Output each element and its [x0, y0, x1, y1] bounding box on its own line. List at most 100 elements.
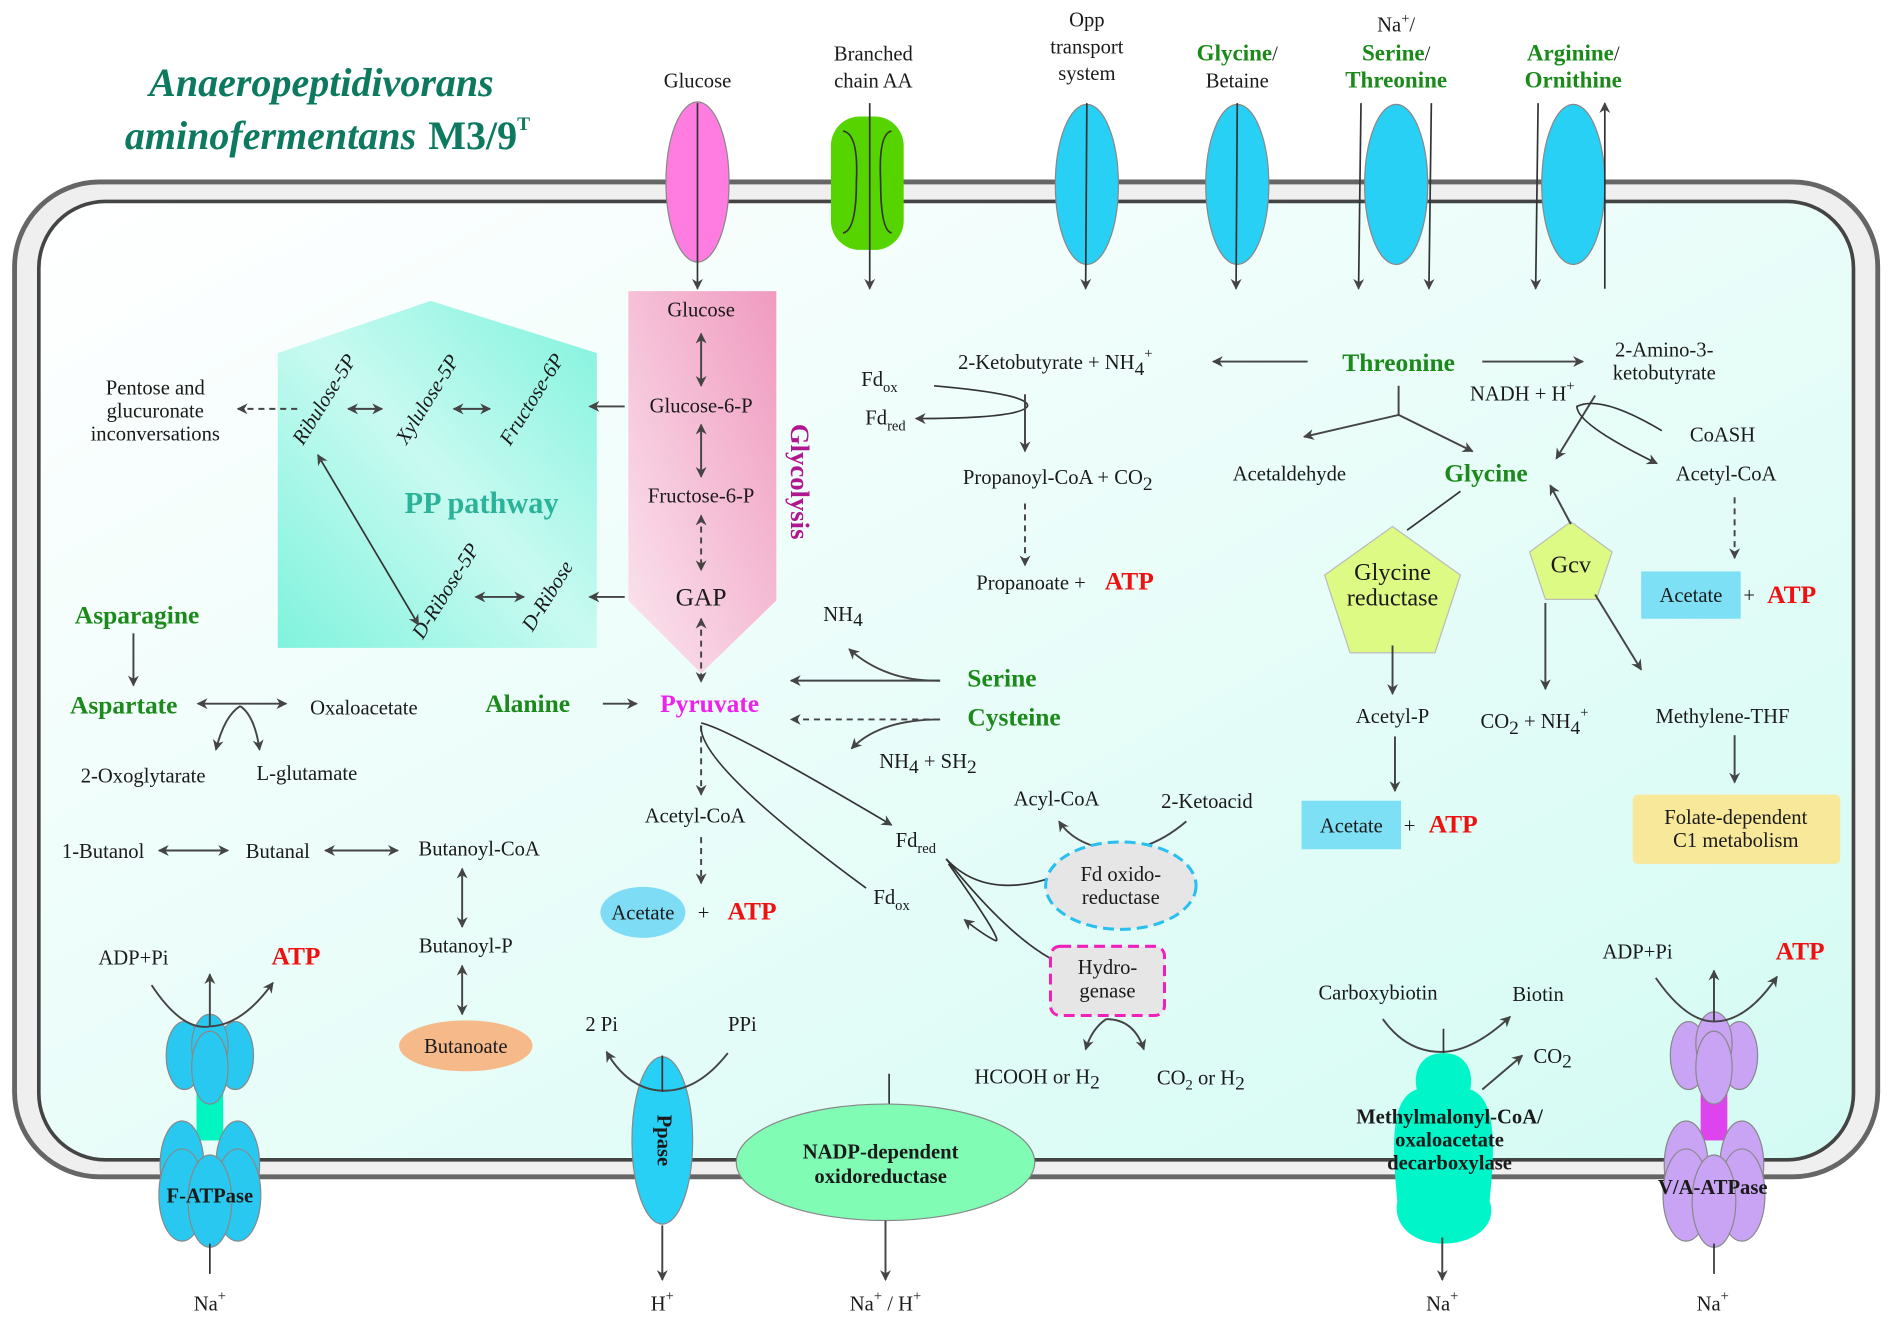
butanoate: Butanoate	[424, 1036, 508, 1058]
svg-text:Pentose and: Pentose and	[106, 377, 206, 399]
co2-h2: CO2 or H2	[1157, 1068, 1245, 1095]
glucose-internal: Glucose	[667, 300, 735, 322]
2-ketoacid: 2-Ketoacid	[1161, 791, 1253, 813]
glucose-label: Glucose	[664, 70, 732, 92]
hydrogenase-1: Hydro-	[1078, 957, 1138, 979]
serine-threonine-transporter: Na+/ Serine/ Threonine	[1345, 11, 1447, 290]
butanoyl-coa: Butanoyl-CoA	[418, 838, 539, 860]
fd-oxidoreductase-2: reductase	[1082, 887, 1160, 909]
acyl-coa: Acyl-CoA	[1014, 789, 1100, 811]
betaine-label: Betaine	[1206, 70, 1269, 92]
atp-acetate-1: ATP	[1767, 580, 1816, 609]
pp-pathway: Ribulose-5P Xylulose-5P Fructose-6P D-Ri…	[277, 300, 597, 648]
nadp-oxidoreductase: NADP-dependent oxidoreductase Na+ / H+	[735, 1073, 1036, 1315]
amino-ketobutyrate-1: 2-Amino-3-	[1615, 340, 1714, 362]
butanal: Butanal	[246, 841, 310, 863]
nadp-label-1: NADP-dependent	[803, 1142, 959, 1164]
fructose-6-p: Fructose-6-P	[648, 485, 754, 507]
glycolysis: Glucose Glucose-6-P Fructose-6-P GAP Gly…	[588, 291, 815, 683]
svg-text:glucuronate: glucuronate	[107, 400, 204, 422]
serine: Serine	[967, 664, 1036, 693]
hydrogenase-2: genase	[1079, 980, 1135, 1002]
nadh-label: NADH + H+	[1470, 379, 1575, 406]
pyruvate-pathway: Acetyl-CoA Acetate + ATP Fdred Fdox Acyl…	[600, 722, 1253, 1095]
carboxybiotin: Carboxybiotin	[1318, 983, 1437, 1005]
butanoate-pathway: 1-Butanol Butanal Butanoyl-CoA Butanoyl-…	[62, 838, 540, 1072]
2-oxoglutarate: 2-Oxoglytarate	[81, 766, 206, 788]
decarboxylase-label-1: Methylmalonyl-CoA/	[1356, 1106, 1543, 1128]
h-ion-ppase: H+	[651, 1289, 674, 1316]
pp-pathway-label: PP pathway	[405, 486, 559, 520]
folate-1: Folate-dependent	[1664, 807, 1807, 829]
fd-oxidoreductase-1: Fd oxido-	[1080, 864, 1161, 886]
amino-ketobutyrate-2: ketobutyrate	[1613, 363, 1716, 385]
threonine: Threonine	[1342, 348, 1455, 377]
aspartate: Aspartate	[70, 690, 178, 719]
acetate-box-1: Acetate	[1659, 585, 1722, 607]
nh4-sh2: NH4 + SH2	[879, 751, 976, 778]
plus-sign: +	[1404, 815, 1416, 837]
butanoyl-p: Butanoyl-P	[419, 935, 513, 957]
propanoate: Propanoate +	[976, 573, 1085, 595]
opp-label: Opp	[1069, 10, 1104, 32]
glycine-betaine-transporter: Glycine/ Betaine	[1197, 40, 1278, 290]
serine-label: Serine/	[1362, 40, 1431, 66]
gcv: Gcv	[1551, 552, 1592, 579]
biotin: Biotin	[1512, 984, 1564, 1006]
glucose-transporter: Glucose	[664, 70, 732, 290]
gcv-pentagon	[1528, 520, 1613, 600]
na-label: Na+/	[1377, 11, 1415, 36]
atp-propanoate: ATP	[1105, 567, 1154, 596]
alanine: Alanine	[485, 689, 570, 718]
propanoyl-coa: Propanoyl-CoA + CO2	[963, 467, 1153, 495]
acetate-ellipse: Acetate	[611, 903, 674, 925]
plus-sign: +	[1743, 585, 1755, 607]
glycine-reductase-1: Glycine	[1354, 559, 1431, 586]
adp-pi-va: ADP+Pi	[1603, 941, 1673, 963]
glycine: Glycine	[1444, 459, 1527, 488]
oxaloacetate: Oxaloacetate	[310, 698, 418, 720]
co2-decarboxylase: CO2	[1533, 1046, 1571, 1073]
f-atpase-label: F-ATPase	[167, 1185, 254, 1207]
asparagine: Asparagine	[75, 601, 200, 630]
nh4: NH4	[823, 604, 863, 631]
va-atpase-label: V/A-ATPase	[1658, 1177, 1768, 1199]
title-line1: Anaeropeptidivorans	[146, 60, 494, 105]
va-atpase: V/A-ATPase ADP+Pi ATP Na+	[1603, 937, 1825, 1316]
pyruvate: Pyruvate	[660, 689, 759, 718]
glucose-6-p: Glucose-6-P	[650, 395, 753, 417]
adp-pi-f: ADP+Pi	[98, 948, 168, 970]
branched-label: Branched	[834, 44, 914, 66]
2-pi: 2 Pi	[585, 1014, 618, 1036]
ketobutyrate-label: 2-Ketobutyrate + NH4+	[958, 346, 1152, 380]
l-glutamate: L-glutamate	[257, 763, 358, 785]
f-atpase: F-ATPase ADP+Pi ATP Na+	[98, 942, 320, 1316]
glycine-reductase-2: reductase	[1347, 584, 1439, 611]
atp-f: ATP	[271, 942, 320, 971]
fd-red-label: Fdred	[865, 408, 906, 435]
glycine-betaine-label: Glycine/	[1197, 40, 1278, 66]
folate-2: C1 metabolism	[1673, 830, 1798, 852]
decarboxylase-label-2: oxaloacetate	[1395, 1130, 1504, 1152]
na-ion-decarboxylase: Na+	[1426, 1289, 1458, 1316]
acetate-box-2: Acetate	[1320, 815, 1383, 837]
methylene-thf: Methylene-THF	[1656, 706, 1790, 728]
na-ion-f: Na+	[194, 1289, 226, 1316]
cysteine: Cysteine	[967, 703, 1060, 732]
amino-acid-metabolism: Asparagine Aspartate Oxaloacetate 2-Oxog…	[70, 601, 1061, 788]
atp-acetate-2: ATP	[1429, 809, 1478, 838]
decarboxylase-label-3: decarboxylase	[1387, 1153, 1512, 1175]
transport-label: transport	[1050, 36, 1124, 58]
system-label: system	[1058, 63, 1115, 85]
ppase-label: Ppase	[652, 1115, 674, 1167]
arginine-label: Arginine/	[1527, 40, 1620, 66]
chain-aa-label: chain AA	[834, 70, 913, 92]
arginine-ornithine-antiporter: Arginine/ Ornithine	[1525, 40, 1622, 290]
ppi: PPi	[728, 1014, 757, 1036]
fd-red-pyruvate: Fdred	[896, 830, 937, 857]
acetaldehyde: Acetaldehyde	[1233, 463, 1346, 485]
acetyl-coa: Acetyl-CoA	[645, 806, 746, 828]
co2-nh4: CO2 + NH4+	[1480, 705, 1588, 739]
